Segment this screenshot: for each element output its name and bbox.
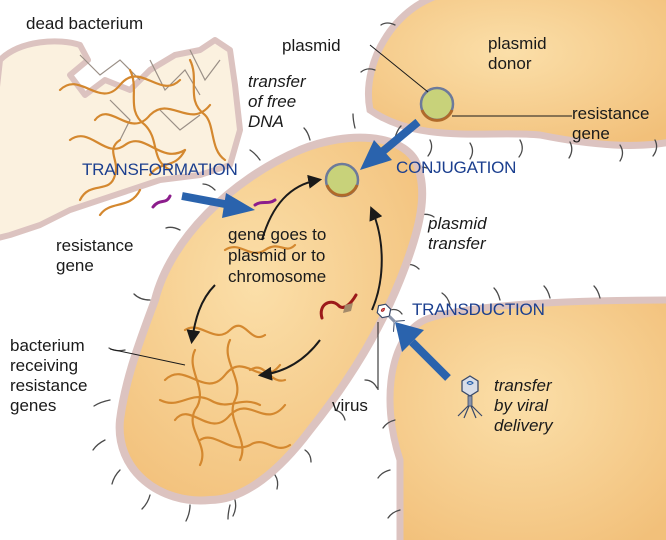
received-plasmid-icon (326, 164, 358, 196)
conjugation-label: CONJUGATION (396, 158, 516, 178)
plasmid-icon (421, 88, 453, 120)
transformation-label: TRANSFORMATION (82, 160, 238, 180)
transduction-label: TRANSDUCTION (412, 300, 545, 320)
plasmid-label: plasmid (282, 36, 341, 56)
plasmid-donor-label: plasmid donor (488, 34, 547, 74)
dead-bacterium-label: dead bacterium (26, 14, 143, 34)
gene-destination-label: gene goes to plasmid or to chromosome (228, 224, 326, 287)
virus-label: virus (332, 396, 368, 416)
transfer-free-dna-label: transfer of free DNA (248, 72, 306, 132)
bacterium-receiving-label: bacterium receiving resistance genes (10, 336, 87, 416)
resistance-gene-left-label: resistance gene (56, 236, 133, 276)
resistance-gene-right-label: resistance gene (572, 104, 649, 144)
dead-bacterium-cell (0, 40, 240, 240)
free-resistance-gene (153, 196, 170, 207)
plasmid-transfer-label: plasmid transfer (428, 214, 487, 254)
transfer-by-viral-delivery-label: transfer by viral delivery (494, 376, 553, 436)
